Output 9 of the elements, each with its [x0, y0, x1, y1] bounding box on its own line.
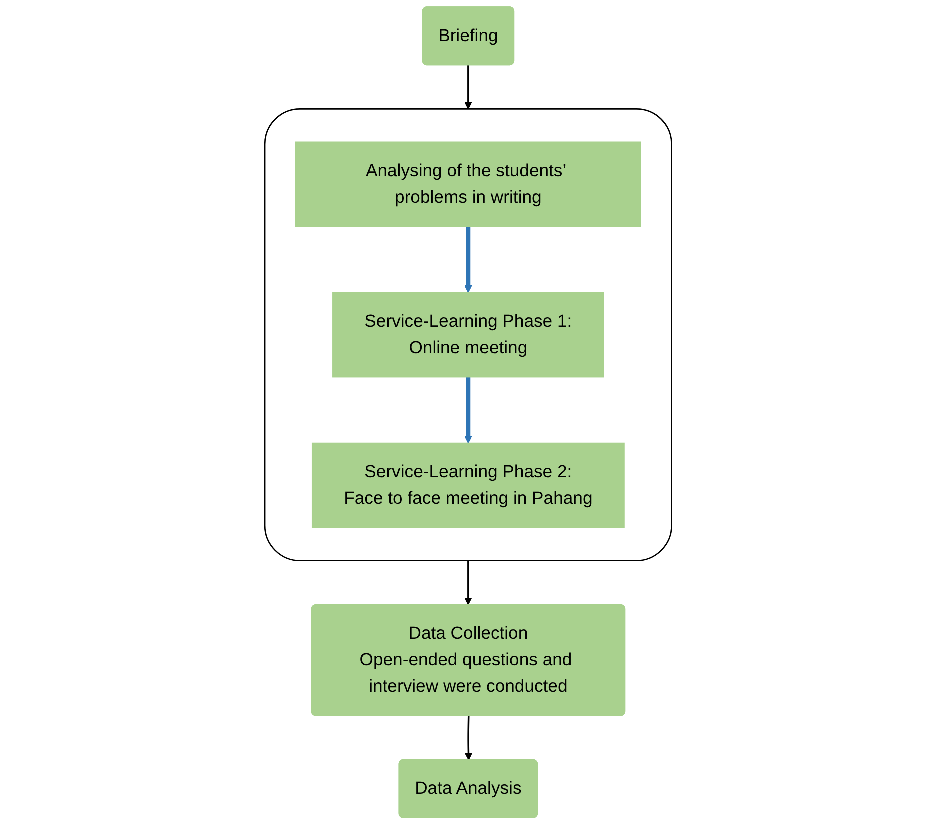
arrow	[464, 716, 472, 761]
node-box: Service-Learning Phase 2: Face to face meeting in Pahang	[312, 442, 624, 528]
arrow	[464, 377, 472, 444]
arrow	[464, 560, 472, 606]
node-box: Service-Learning Phase 1: Online meeting	[332, 292, 604, 378]
arrow	[464, 65, 472, 110]
cluster	[264, 108, 672, 562]
arrow	[464, 226, 472, 294]
node-box: Analysing of the students’ problems in writing	[294, 142, 641, 228]
